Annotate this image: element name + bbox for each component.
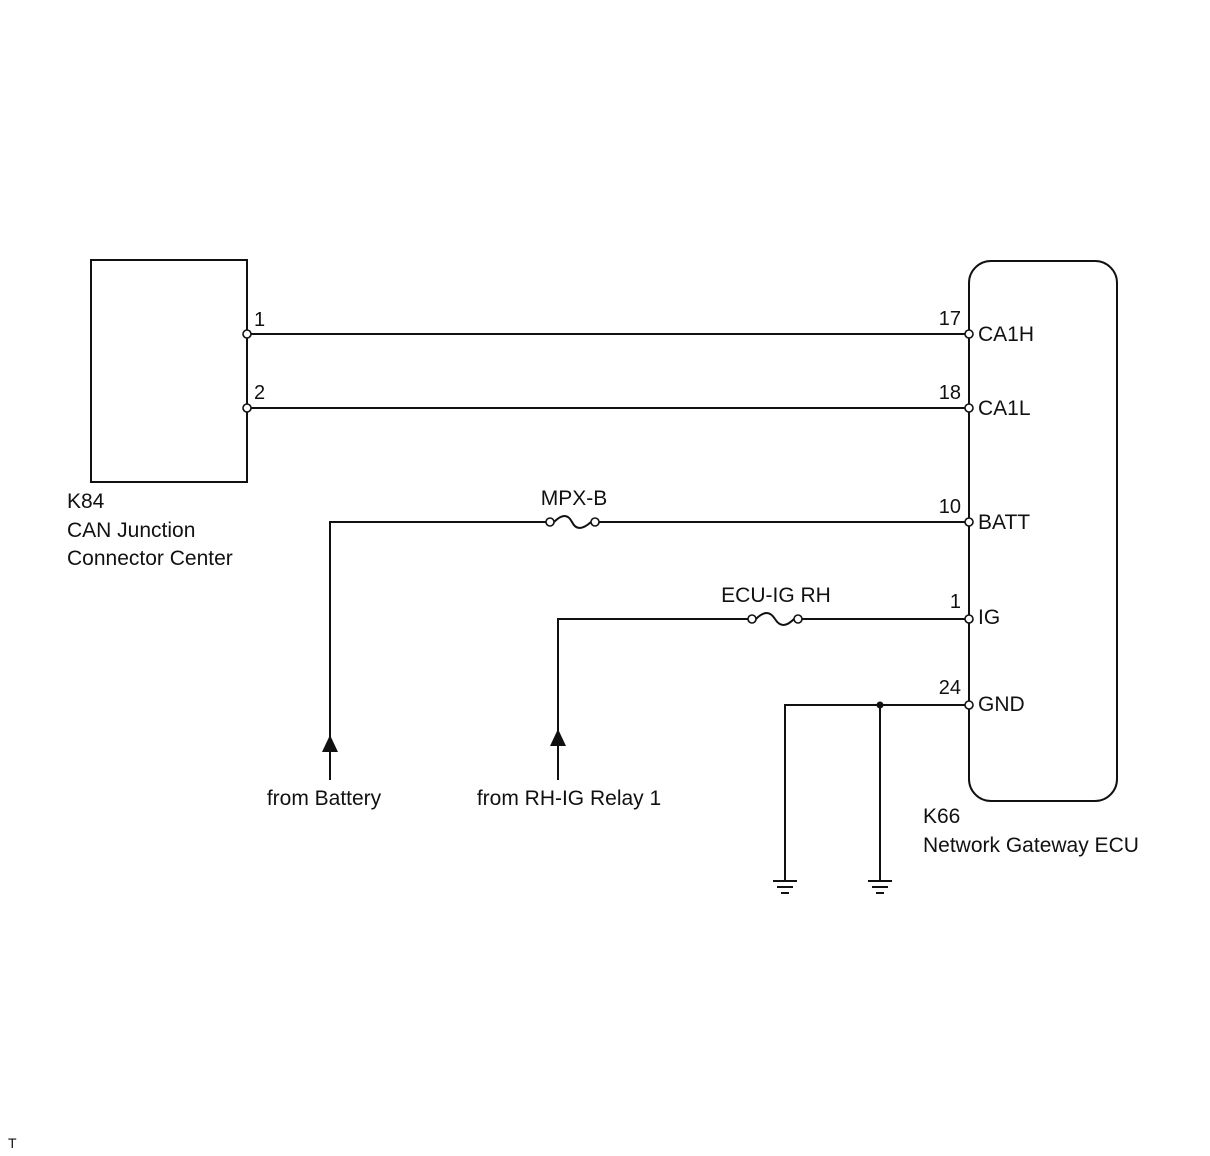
- ecuig-fuse-terminal-right: [793, 614, 803, 624]
- k66-pin1-signal: IG: [978, 606, 1000, 629]
- k66-pin18-signal: CA1L: [978, 397, 1031, 420]
- gnd-splice-point: [876, 701, 884, 709]
- k66-pin1-number: 1: [950, 591, 961, 613]
- k66-code: K66: [923, 805, 960, 828]
- k66-pin1-terminal: [964, 614, 974, 624]
- k84-pin2-terminal: [242, 403, 252, 413]
- k84-name-line2: Connector Center: [67, 547, 233, 570]
- k66-pin10-number: 10: [939, 496, 961, 518]
- k84-pin2-number: 2: [254, 382, 265, 404]
- k66-pin10-terminal: [964, 517, 974, 527]
- battery-source-label: from Battery: [267, 787, 382, 810]
- k66-pin24-terminal: [964, 700, 974, 710]
- k84-code: K84: [67, 490, 105, 513]
- k84-pin1-number: 1: [254, 309, 265, 331]
- corner-mark: T: [8, 1135, 17, 1151]
- k84-connector-box: [90, 259, 248, 483]
- gnd-wire: [784, 704, 969, 880]
- batt-wire: [329, 521, 969, 750]
- k66-pin17-signal: CA1H: [978, 323, 1034, 346]
- k66-pin17-number: 17: [939, 308, 961, 330]
- battery-arrow-icon: [322, 735, 338, 752]
- k66-name: Network Gateway ECU: [923, 834, 1139, 857]
- k84-pin1-terminal: [242, 329, 252, 339]
- mpxb-fuse-terminal-left: [545, 517, 555, 527]
- k66-pin18-number: 18: [939, 382, 961, 404]
- ecuig-fuse-terminal-left: [747, 614, 757, 624]
- ecuig-fuse-icon: [755, 612, 795, 626]
- k66-pin24-number: 24: [939, 677, 961, 699]
- mpxb-fuse-terminal-right: [590, 517, 600, 527]
- mpxb-fuse-label: MPX-B: [541, 487, 608, 510]
- ground-right-icon: [868, 880, 892, 894]
- k66-pin10-signal: BATT: [978, 511, 1030, 534]
- k66-pin24-signal: GND: [978, 693, 1025, 716]
- ig-wire: [557, 618, 969, 750]
- relay-source-label: from RH-IG Relay 1: [477, 787, 661, 810]
- k66-pin18-terminal: [964, 403, 974, 413]
- k66-ecu-box: [968, 260, 1118, 802]
- mpxb-fuse-icon: [553, 515, 592, 529]
- relay-arrow-icon: [550, 729, 566, 746]
- ecuig-fuse-label: ECU-IG RH: [721, 584, 831, 607]
- ground-left-icon: [773, 880, 797, 894]
- k84-name-line1: CAN Junction: [67, 519, 195, 542]
- k66-pin17-terminal: [964, 329, 974, 339]
